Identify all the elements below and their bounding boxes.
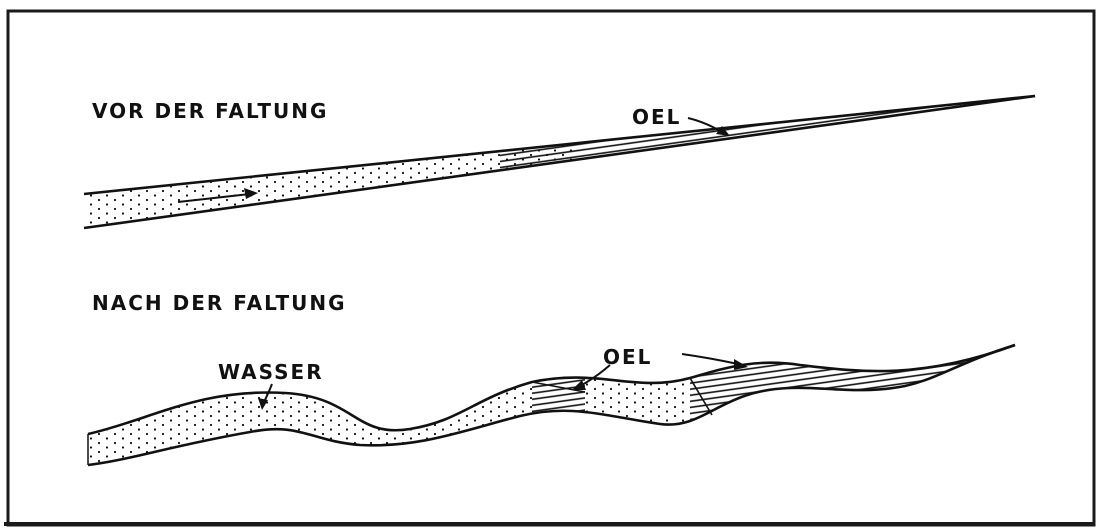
bottom-oil-leader-right	[682, 354, 738, 364]
top-oil-label: OEL	[632, 107, 681, 127]
before-folding-title: VOR DER FALTUNG	[92, 101, 328, 121]
bottom-oil-label: OEL	[603, 347, 652, 367]
after-folding-title: NACH DER FALTUNG	[92, 293, 347, 313]
water-label: WASSER	[218, 362, 324, 382]
